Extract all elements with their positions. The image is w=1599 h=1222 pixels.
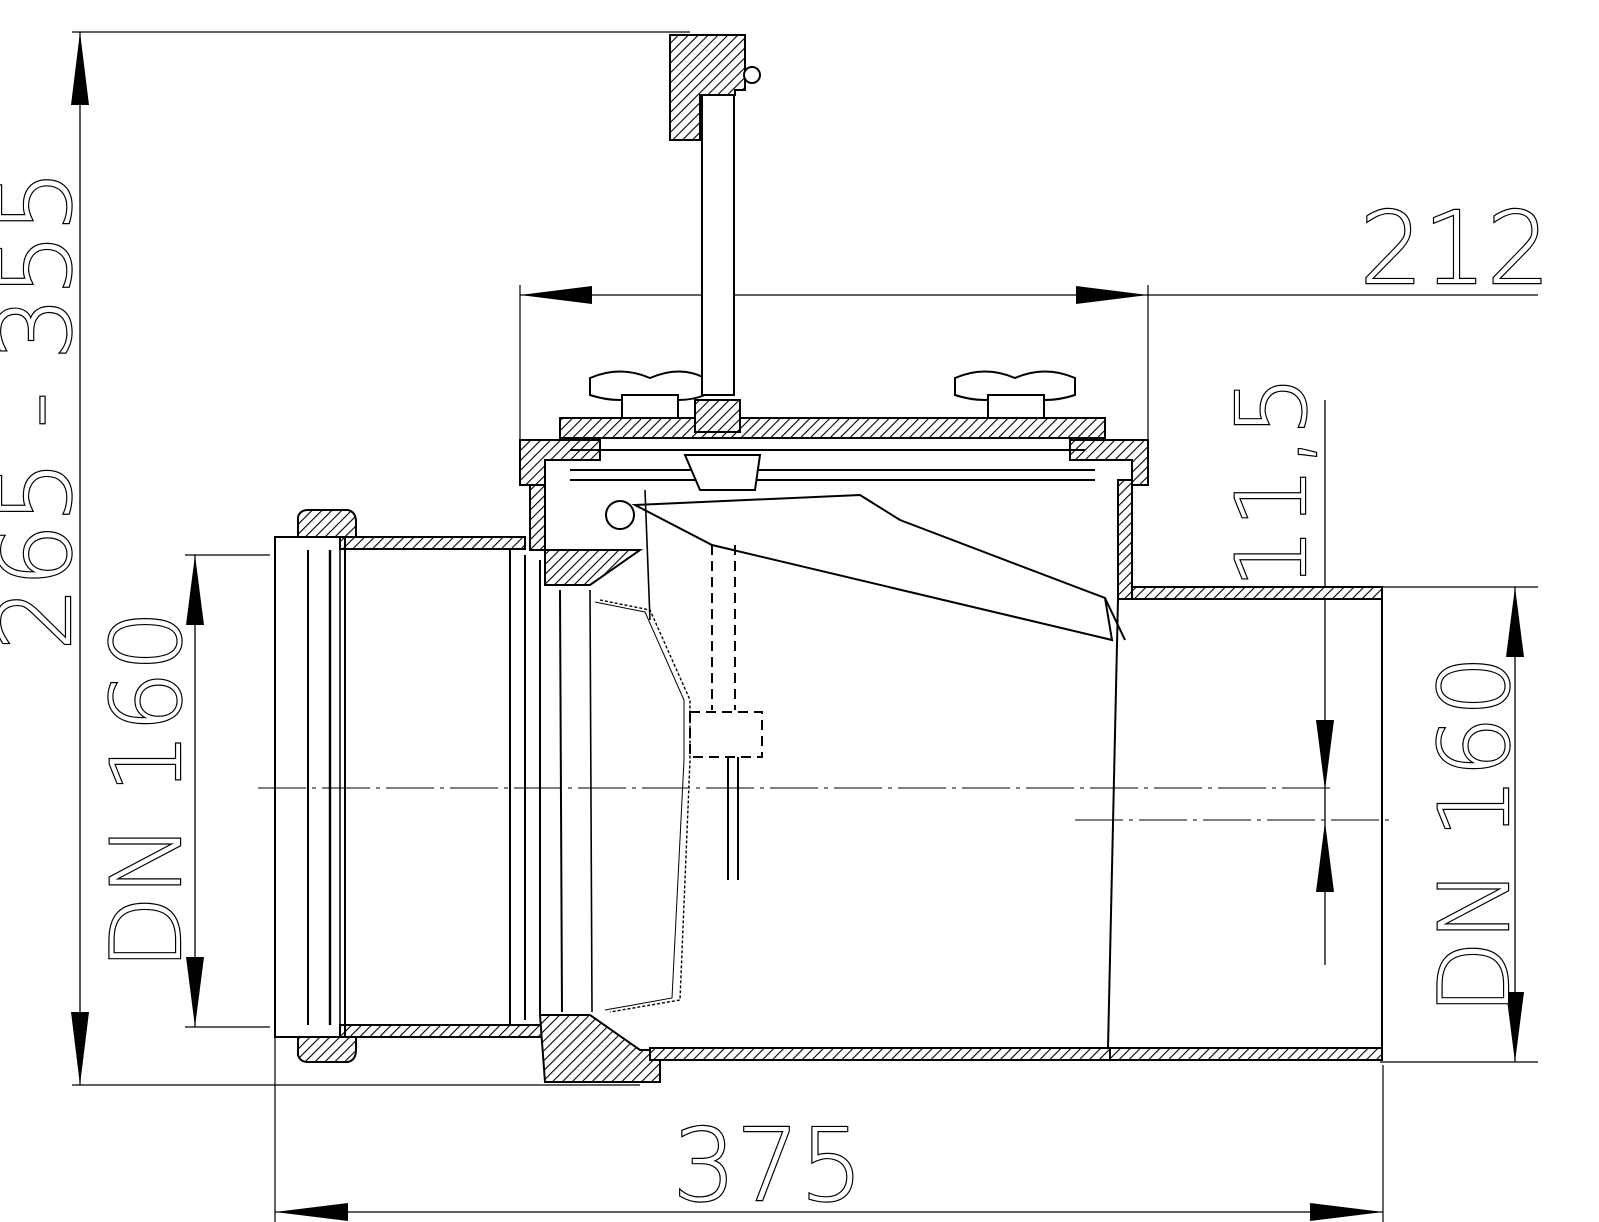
- arrow-right-icon: [1076, 286, 1148, 304]
- dim-label-axis-offset: 11,5: [1216, 375, 1328, 589]
- dim-label-outlet-diameter: DN 160: [1419, 655, 1531, 1014]
- dimension-overall-length: 375: [274, 1035, 1384, 1222]
- arrow-down-icon: [71, 1012, 89, 1085]
- closure-rod: [701, 94, 735, 396]
- dim-label-cover-width: 212: [1360, 190, 1551, 307]
- valve-body: [274, 479, 1383, 1083]
- arrow-left-icon: [520, 286, 592, 304]
- dimension-outlet-diameter: DN 160: [1380, 586, 1538, 1063]
- arrow-left-icon: [275, 1203, 348, 1221]
- dimension-inlet-diameter: DN 160: [90, 554, 270, 1028]
- arrow-up-icon: [1316, 822, 1334, 892]
- closure-handle: [669, 34, 746, 141]
- arrow-up-icon: [71, 32, 89, 105]
- arrow-right-icon: [1310, 1203, 1383, 1221]
- wing-nut-left-icon: [589, 370, 706, 419]
- wing-nut-right-icon: [954, 370, 1076, 419]
- dim-label-overall-length: 375: [673, 1107, 864, 1222]
- dimension-cover-width: 212: [519, 189, 1552, 450]
- dimension-overall-height: 265 - 355: [0, 31, 690, 1086]
- arrow-down-icon: [1316, 720, 1334, 790]
- arrow-up-icon: [1506, 587, 1524, 657]
- flap-plate: [631, 493, 1114, 642]
- dim-label-inlet-diameter: DN 160: [91, 610, 203, 969]
- arrow-down-icon: [1506, 992, 1524, 1062]
- center-lines: [258, 787, 1390, 821]
- arrow-up-icon: [186, 555, 204, 625]
- valve-cover: [519, 34, 1149, 880]
- dimension-axis-offset: 11,5: [1215, 374, 1334, 965]
- hinge-spring-icon: [605, 500, 635, 530]
- dim-label-overall-height: 265 - 355: [0, 169, 94, 650]
- lock-mechanism: [689, 711, 763, 758]
- arrow-down-icon: [186, 957, 204, 1027]
